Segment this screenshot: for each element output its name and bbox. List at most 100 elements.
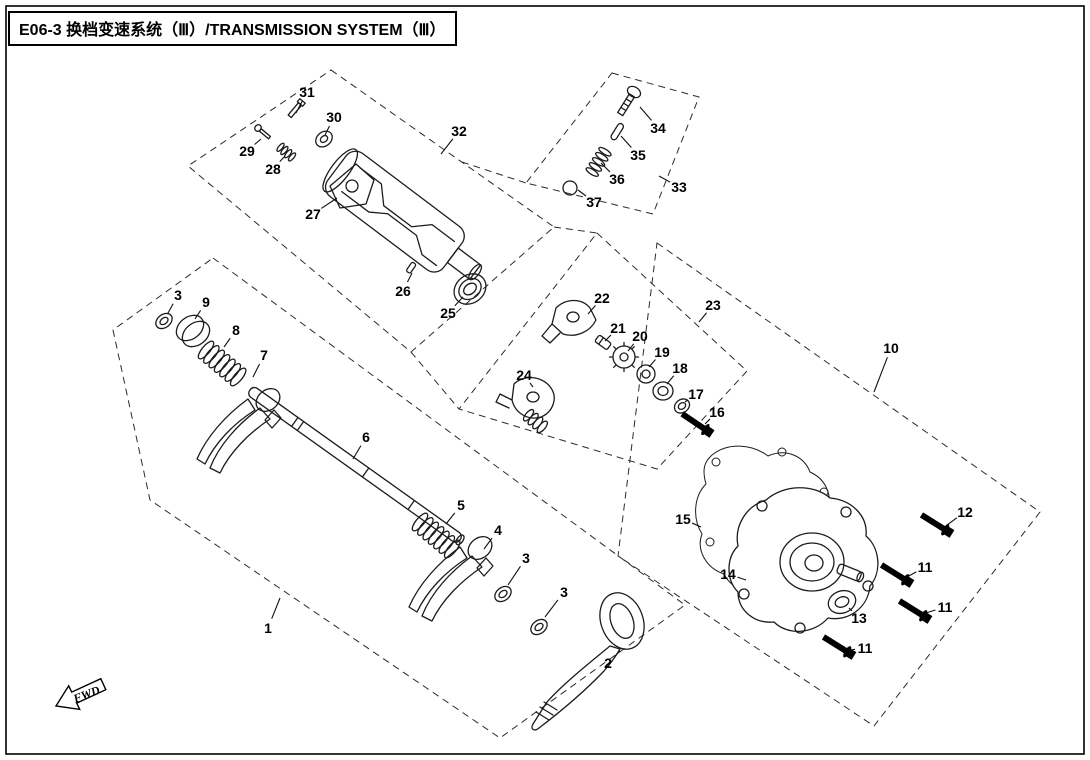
part-number: 21: [610, 320, 626, 336]
part-number: 3: [522, 550, 530, 566]
part-label-3: 3: [507, 550, 530, 586]
part-label-36: 36: [600, 162, 625, 187]
part-label-28: 28: [265, 155, 286, 177]
part-number: 22: [594, 290, 610, 306]
part-number: 29: [239, 143, 255, 159]
part-shift-cam-24: [495, 377, 555, 434]
part-pin-21: [594, 334, 612, 350]
part-washer-17: [673, 398, 691, 414]
part-number: 28: [265, 161, 281, 177]
leader-line: [684, 399, 689, 403]
leader-line: [925, 609, 936, 614]
part-label-2: 2: [604, 650, 621, 671]
part-ratchet-gear-20: [608, 341, 640, 373]
leader-line: [600, 162, 611, 173]
part-number: 34: [650, 120, 666, 136]
part-label-3: 3: [167, 287, 182, 314]
part-label-11: 11: [849, 640, 873, 656]
part-number: 13: [851, 610, 867, 626]
part-number: 11: [938, 599, 953, 615]
part-number: 18: [672, 360, 688, 376]
leader-line: [406, 272, 413, 283]
group-outline-ratchet-assembly: [458, 232, 748, 470]
group-outline-fork-shaft-assembly: [112, 257, 686, 739]
group-outline-cover-assembly: [617, 242, 1041, 727]
part-number: 26: [395, 283, 411, 299]
group-outline-shift-drum-assembly: [187, 69, 555, 353]
group-outline-detent-assembly: [525, 72, 700, 215]
leader-line: [295, 100, 303, 114]
part-shift-fork-7: [196, 388, 282, 474]
part-label-32: 32: [440, 123, 467, 155]
part-label-34: 34: [639, 106, 666, 136]
part-number: 37: [586, 194, 602, 210]
leader-line: [848, 607, 853, 612]
part-number: 14: [720, 566, 736, 582]
part-label-14: 14: [720, 566, 747, 582]
leader-line: [946, 517, 958, 526]
page-title: E06-3 换档变速系统（Ⅲ）/TRANSMISSION SYSTEM（Ⅲ）: [19, 22, 446, 39]
part-label-31: 31: [295, 84, 315, 114]
part-label-29: 29: [239, 138, 262, 159]
leader-line: [324, 125, 331, 136]
part-label-9: 9: [194, 294, 210, 320]
leader-line: [194, 310, 202, 320]
leader-line: [279, 155, 286, 163]
part-bolt-11c: [820, 631, 858, 662]
leader-line: [614, 650, 621, 657]
part-number: 16: [709, 404, 725, 420]
title-box: E06-3 换档变速系统（Ⅲ）/TRANSMISSION SYSTEM（Ⅲ）: [8, 11, 457, 46]
part-number: 32: [451, 123, 467, 139]
leader-line: [849, 648, 856, 651]
part-bolt-11b: [896, 595, 934, 626]
part-label-6: 6: [352, 429, 370, 460]
part-label-5: 5: [445, 497, 465, 525]
part-label-22: 22: [587, 290, 610, 315]
leader-line: [658, 175, 671, 183]
part-number: 24: [516, 367, 532, 383]
leader-line: [352, 445, 362, 460]
connector-line: [461, 161, 527, 184]
part-number: 27: [305, 206, 321, 222]
part-washer-3b: [494, 585, 512, 603]
fwd-arrow: FWD: [54, 677, 107, 711]
leader-line: [252, 363, 261, 378]
leader-line: [454, 296, 464, 307]
part-number: 9: [202, 294, 210, 310]
part-shift-fork-4: [408, 536, 494, 622]
part-number: 19: [654, 344, 670, 360]
assembly-group-outlines: [112, 69, 1041, 739]
part-label-16: 16: [704, 404, 725, 425]
part-label-21: 21: [604, 320, 626, 342]
leader-line: [529, 382, 534, 388]
part-number: 10: [883, 340, 899, 356]
part-ball-37: [562, 180, 578, 196]
part-label-11: 11: [925, 599, 953, 615]
part-label-20: 20: [627, 328, 648, 352]
leader-line: [604, 334, 612, 342]
leader-line: [873, 357, 888, 393]
leader-line: [627, 343, 635, 352]
leader-line: [321, 197, 338, 209]
part-label-24: 24: [516, 367, 534, 388]
part-screw-29: [254, 124, 272, 140]
leader-line: [737, 576, 747, 581]
part-label-33: 33: [658, 175, 687, 195]
leader-line: [445, 512, 456, 525]
part-number: 3: [560, 584, 568, 600]
part-label-35: 35: [620, 135, 646, 163]
part-detent-pin-35: [610, 122, 625, 141]
part-number: 5: [457, 497, 465, 513]
part-bolt-11a: [878, 559, 916, 590]
part-number: 36: [609, 171, 625, 187]
part-label-7: 7: [252, 347, 268, 378]
part-pin-26: [406, 261, 417, 274]
part-number: 7: [260, 347, 268, 363]
fwd-arrow-shape: [54, 677, 107, 711]
leader-line: [648, 359, 656, 368]
part-bearing-25: [453, 273, 487, 305]
leader-line: [691, 522, 702, 528]
part-spring-28: [276, 142, 297, 162]
